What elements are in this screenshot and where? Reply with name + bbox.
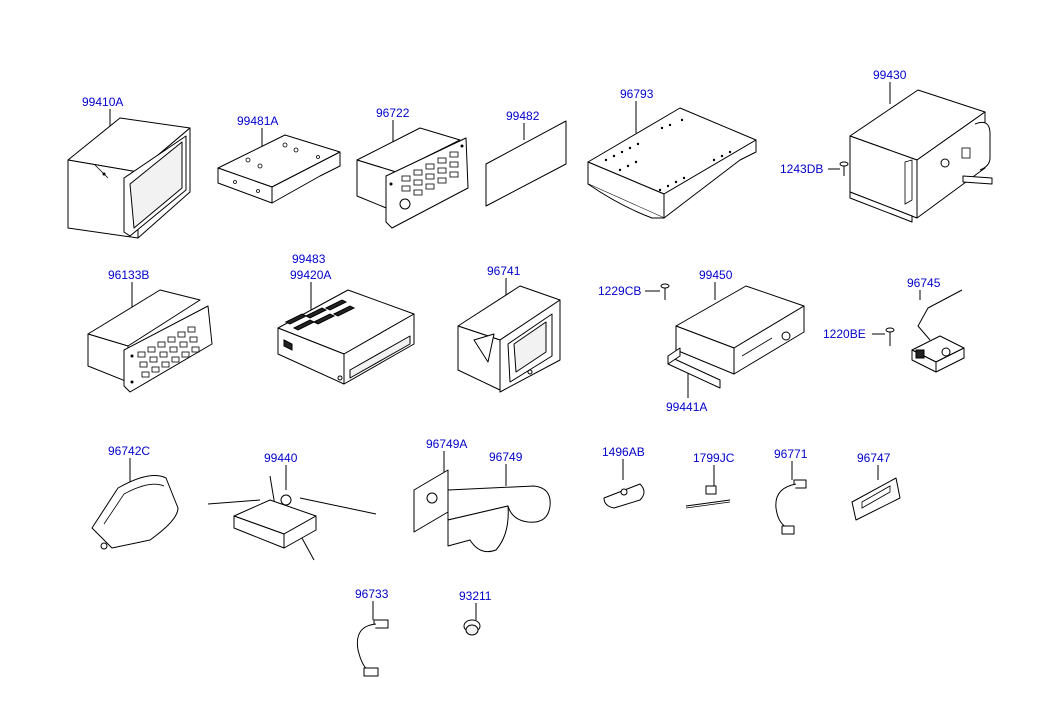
part-label[interactable]: 1496AB [602, 445, 645, 459]
screw-icon [839, 161, 849, 167]
part-99481a[interactable]: 99481A [217, 114, 341, 204]
part-label[interactable]: 96793 [620, 87, 654, 101]
part-1229cb[interactable]: 1229CB [598, 283, 670, 300]
part-96742c[interactable]: 96742C [91, 444, 179, 550]
part-99482[interactable]: 99482 [485, 109, 567, 207]
part-1243db[interactable]: 1243DB [780, 161, 849, 176]
part-label[interactable]: 99430 [873, 68, 907, 82]
part-label[interactable]: 96722 [376, 106, 410, 120]
part-99450[interactable]: 99450 [675, 268, 805, 375]
part-96747[interactable]: 96747 [851, 451, 901, 521]
part-1496ab[interactable]: 1496AB [602, 445, 645, 509]
part-label[interactable]: 96771 [774, 447, 808, 461]
part-label[interactable]: 99410A [82, 95, 123, 109]
part-label[interactable]: 99420A [290, 268, 331, 282]
part-96733[interactable]: 96733 [355, 587, 389, 677]
part-label[interactable]: 99441A [666, 400, 707, 414]
part-96133b[interactable]: 96133B [87, 268, 213, 393]
screw-icon [885, 327, 895, 333]
part-label[interactable]: 99481A [237, 114, 278, 128]
part-99430[interactable]: 99430 [849, 68, 993, 223]
part-label[interactable]: 1220BE [823, 327, 866, 341]
part-label[interactable]: 99450 [699, 268, 733, 282]
part-96793[interactable]: 96793 [587, 87, 757, 219]
part-label[interactable]: 96742C [108, 444, 150, 458]
part-label[interactable]: 1799JC [693, 451, 735, 465]
part-99440[interactable]: 99440 [207, 451, 377, 561]
part-label[interactable]: 1229CB [598, 284, 641, 298]
part-93211[interactable]: 93211 [459, 589, 492, 636]
part-label[interactable]: 99482 [506, 109, 540, 123]
part-96749[interactable]: 96749 [447, 450, 551, 553]
part-label[interactable]: 96747 [857, 451, 891, 465]
part-label[interactable]: 93211 [459, 589, 492, 603]
part-label[interactable]: 96749 [489, 450, 523, 464]
part-99410a[interactable]: 99410A [67, 95, 191, 239]
part-label[interactable]: 96749A [426, 437, 467, 451]
part-label[interactable]: 1243DB [780, 162, 823, 176]
screw-icon [660, 283, 670, 289]
part-96771[interactable]: 96771 [774, 447, 808, 535]
part-99483-99420a[interactable]: 99483 99420A [277, 252, 415, 385]
part-label[interactable]: 96741 [487, 264, 521, 278]
part-99441a[interactable]: 99441A [666, 347, 721, 414]
part-1799jc[interactable]: 1799JC [685, 451, 735, 509]
part-label[interactable]: 96745 [907, 276, 941, 290]
part-96722[interactable]: 96722 [356, 106, 469, 229]
part-label[interactable]: 99483 [292, 252, 326, 266]
part-label[interactable]: 96133B [108, 268, 149, 282]
part-label[interactable]: 99440 [264, 451, 298, 465]
part-label[interactable]: 96733 [355, 587, 389, 601]
part-96741[interactable]: 96741 [457, 264, 561, 393]
part-96745[interactable]: 96745 [907, 276, 965, 373]
part-1220be[interactable]: 1220BE [823, 327, 895, 346]
